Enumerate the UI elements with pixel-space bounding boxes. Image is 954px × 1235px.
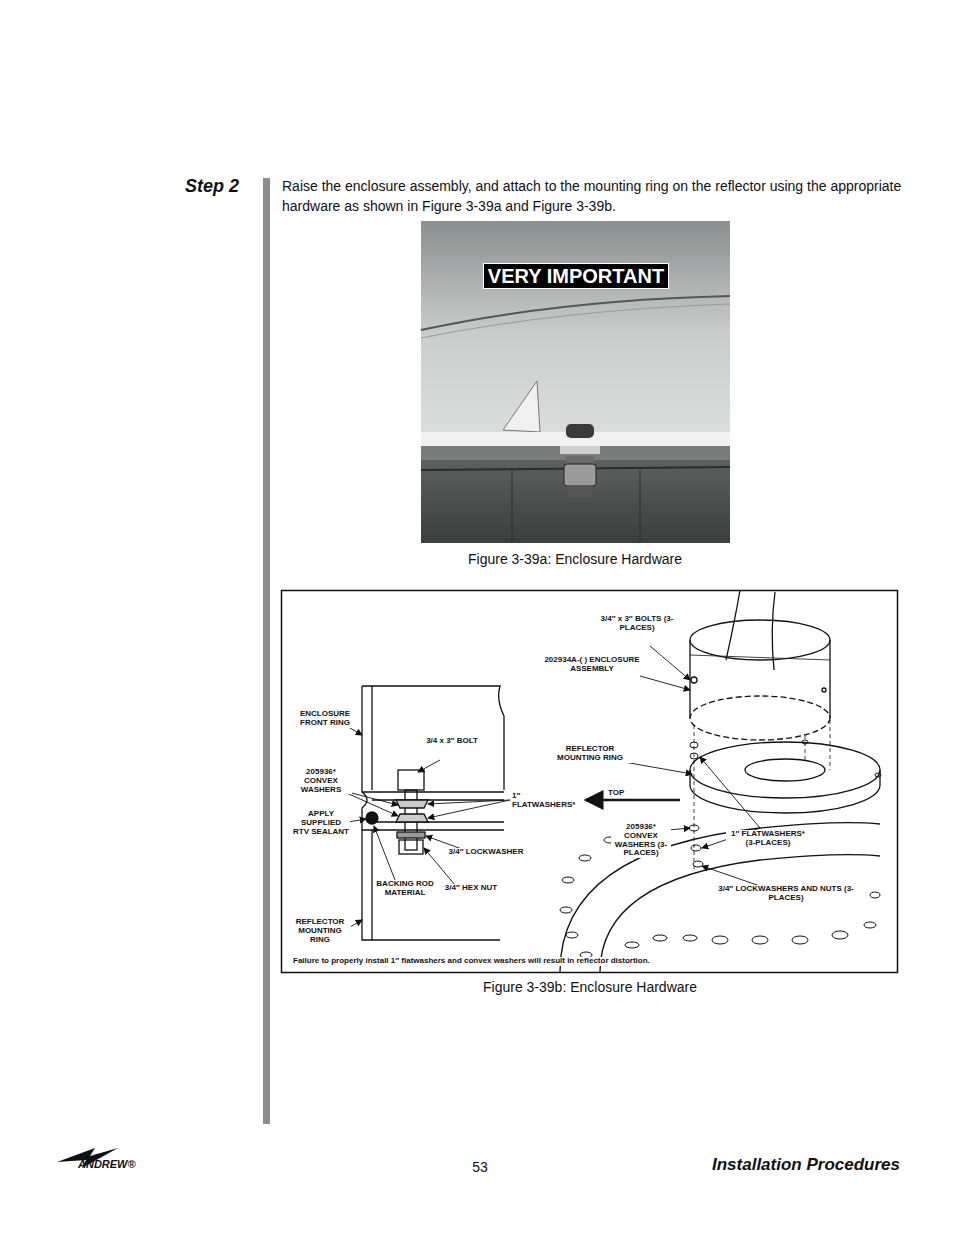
callout-label: 3/4″ HEX NUT	[436, 884, 506, 893]
hardware-photo	[421, 221, 730, 543]
footer-section: Installation Procedures	[620, 1155, 900, 1175]
logo-text: ANDREW®	[78, 1158, 178, 1171]
side-bar	[263, 178, 270, 1124]
callout-label: 3/4 x 3″ BOLT	[425, 737, 479, 746]
callout-label: 1″ FLATWASHERS* (3-PLACES)	[726, 830, 810, 848]
callout-label: 3/4″ x 3″ BOLTS (3-PLACES)	[597, 615, 677, 633]
callout-label: 1″ FLATWASHERS*	[512, 792, 582, 810]
perspective-view	[560, 590, 881, 972]
leader-lines	[340, 646, 760, 930]
figure-caption: Figure 3-39a: Enclosure Hardware	[440, 549, 710, 569]
warning-note: Failure to properly install 1″ flatwashe…	[293, 957, 873, 966]
warning-text: VERY IMPORTANT	[488, 265, 664, 287]
callout-label: 202934A-( ) ENCLOSURE ASSEMBLY	[522, 656, 662, 674]
callout-label: 205936* CONVEX WASHERS (3-PLACES)	[611, 823, 671, 858]
callout-label: BACKING ROD MATERIAL	[376, 880, 434, 898]
warning-box: VERY IMPORTANT	[483, 263, 669, 289]
instruction-text: Raise the enclosure assembly, and attach…	[282, 176, 902, 217]
callout-label: 205936* CONVEX WASHERS	[290, 768, 352, 794]
step-heading: Step 2	[185, 176, 255, 197]
callout-label: REFLECTOR MOUNTING RING	[545, 745, 635, 763]
callout-label: ENCLOSURE FRONT RING	[292, 710, 358, 728]
page-number: 53	[440, 1157, 520, 1177]
callout-label: REFLECTOR MOUNTING RING	[289, 918, 351, 944]
callout-label: TOP	[608, 789, 638, 798]
callout-label: 3/4″ LOCKWASHER	[446, 848, 526, 857]
figure-caption: Figure 3-39b: Enclosure Hardware	[420, 977, 760, 997]
callout-label: APPLY SUPPLIED RTV SEALANT	[292, 810, 350, 836]
callout-label: 3/4″ LOCKWASHERS AND NUTS (3-PLACES)	[706, 885, 866, 903]
figure-frame	[282, 591, 898, 973]
section-view	[362, 686, 504, 940]
